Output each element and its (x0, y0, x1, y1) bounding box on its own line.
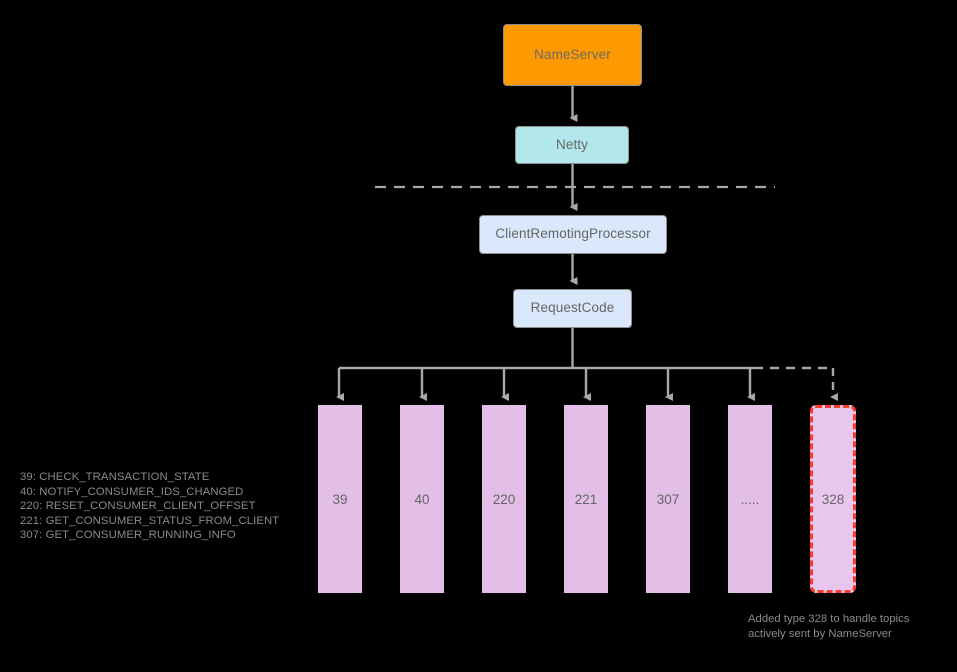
code-box-label: 40 (414, 491, 430, 507)
code-box[interactable]: 40 (400, 405, 444, 593)
node-requestcode-label: RequestCode (530, 300, 615, 316)
node-client-remoting-processor[interactable]: ClientRemotingProcessor (479, 215, 667, 254)
code-box-highlighted[interactable]: 328 (810, 405, 856, 593)
legend-line: 307: GET_CONSUMER_RUNNING_INFO (20, 529, 236, 542)
code-box[interactable]: ..... (728, 405, 772, 593)
legend-line: 40: NOTIFY_CONSUMER_IDS_CHANGED (20, 485, 244, 498)
code-box[interactable]: 221 (564, 405, 608, 593)
code-box[interactable]: 39 (318, 405, 362, 593)
caption-line: Added type 328 to handle topics (748, 613, 910, 625)
node-nameserver[interactable]: NameServer (503, 24, 642, 86)
legend-line: 221: GET_CONSUMER_STATUS_FROM_CLIENT (20, 514, 280, 527)
code-box-label: 39 (332, 491, 348, 507)
node-nameserver-label: NameServer (534, 46, 611, 62)
code-box[interactable]: 307 (646, 405, 690, 593)
node-netty[interactable]: Netty (515, 126, 629, 164)
request-code-legend: 39: CHECK_TRANSACTION_STATE 40: NOTIFY_C… (20, 470, 279, 543)
highlight-caption: Added type 328 to handle topics actively… (748, 612, 953, 641)
code-box[interactable]: 220 (482, 405, 526, 593)
code-box-label: 328 (821, 491, 845, 507)
legend-line: 39: CHECK_TRANSACTION_STATE (20, 471, 210, 483)
node-request-code[interactable]: RequestCode (513, 289, 632, 328)
node-netty-label: Netty (555, 136, 588, 152)
code-box-label: 221 (574, 491, 598, 507)
code-box-label: 220 (492, 491, 516, 507)
caption-line: actively sent by NameServer (748, 627, 892, 640)
code-box-label: ..... (740, 491, 760, 507)
node-processor-label: ClientRemotingProcessor (495, 226, 651, 242)
legend-line: 220: RESET_CONSUMER_CLIENT_OFFSET (20, 500, 256, 513)
code-box-label: 307 (656, 491, 680, 507)
